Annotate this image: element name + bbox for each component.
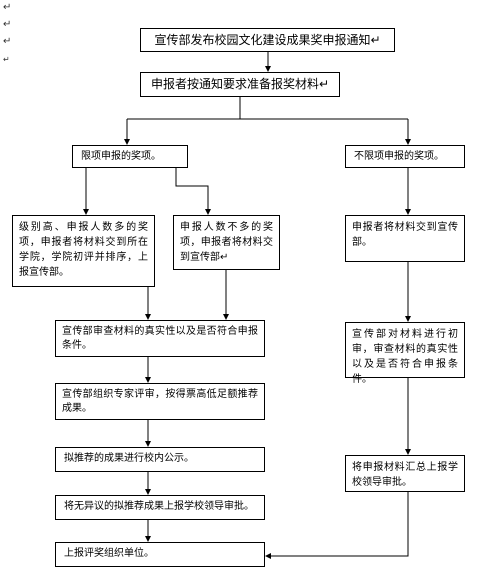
leader-approval-box: 将无异议的拟推荐成果上报学校领导审批。 (55, 495, 265, 520)
summary-approval-text: 将申报材料汇总上报学校领导审批。 (352, 462, 458, 488)
arrow-notice-to-prepare (265, 52, 271, 72)
arrow-limited-to-high (83, 168, 89, 215)
report-organizer-box: 上报评奖组织单位。 (55, 542, 265, 567)
arrow-review-to-expert (145, 357, 151, 383)
high-level-awards-text: 级别高、申报人数多的奖项，申报者将材料交到所在学院，学院初评并排序，上报宣传部。 (19, 222, 148, 278)
leader-approval-text: 将无异议的拟推荐成果上报学校领导审批。 (64, 501, 254, 512)
campus-publicity-box: 拟推荐的成果进行校内公示。 (55, 447, 265, 472)
step-publish-notice-box: 宣传部发布校园文化建设成果奖申报通知↵ (140, 28, 395, 52)
submit-to-publicity-dept-box: 申报者将材料交到宣传部。 (345, 215, 465, 262)
unlimited-awards-box: 不限项申报的奖项。 (345, 145, 465, 168)
arrow-publicity-to-approval (145, 472, 151, 495)
submit-to-publicity-dept-text: 申报者将材料交到宣传部。 (352, 222, 458, 248)
arrow-to-unlimited (405, 119, 411, 145)
expert-review-box: 宣传部组织专家评审，按得票高低足额推荐成果。 (55, 383, 265, 420)
arrow-submit-to-preliminary (405, 262, 411, 322)
arrow-summary-to-report (265, 492, 409, 559)
preliminary-review-text: 宣传部对材料进行初审，审查材料的真实性以及是否符合申报条件。 (352, 329, 458, 385)
split-connector (127, 97, 408, 120)
paragraph-mark: ↵ (3, 55, 10, 64)
arrow-expert-to-publicity (145, 420, 151, 447)
campus-publicity-text: 拟推荐的成果进行校内公示。 (64, 453, 194, 464)
review-eligibility-text: 宣传部审查材料的真实性以及是否符合申报条件。 (62, 326, 258, 351)
step-publish-notice-text: 宣传部发布校园文化建设成果奖申报通知↵ (154, 33, 381, 47)
summary-approval-box: 将申报材料汇总上报学校领导审批。 (345, 455, 465, 492)
paragraph-mark: ↵ (3, 19, 12, 30)
arrow-limited-to-low (175, 168, 211, 215)
limited-awards-text: 限项申报的奖项。 (81, 151, 161, 162)
paragraph-mark: ↵ (3, 36, 12, 47)
arrow-high-to-review (145, 287, 151, 320)
review-eligibility-box: 宣传部审查材料的真实性以及是否符合申报条件。 (55, 320, 265, 357)
arrow-to-limited (124, 119, 130, 145)
step-prepare-materials-box: 申报者按通知要求准备报奖材料↵ (140, 72, 340, 97)
arrow-low-to-review (223, 270, 229, 320)
arrow-preliminary-to-summary (405, 378, 411, 455)
limited-awards-box: 限项申报的奖项。 (72, 145, 188, 168)
arrow-approval-to-report (145, 520, 151, 542)
few-applicants-awards-text: 申报人数不多的奖项，申报者将材料交到宣传部↵ (180, 222, 273, 263)
expert-review-text: 宣传部组织专家评审，按得票高低足额推荐成果。 (62, 389, 258, 414)
unlimited-awards-text: 不限项申报的奖项。 (354, 151, 444, 162)
step-prepare-materials-text: 申报者按通知要求准备报奖材料↵ (150, 77, 330, 91)
report-organizer-text: 上报评奖组织单位。 (64, 548, 154, 559)
few-applicants-awards-box: 申报人数不多的奖项，申报者将材料交到宣传部↵ (173, 215, 280, 270)
paragraph-mark: ↵ (3, 2, 12, 13)
arrow-unlimited-to-submit (405, 168, 411, 215)
high-level-awards-box: 级别高、申报人数多的奖项，申报者将材料交到所在学院，学院初评并排序，上报宣传部。 (12, 215, 155, 287)
preliminary-review-box: 宣传部对材料进行初审，审查材料的真实性以及是否符合申报条件。 (345, 322, 465, 385)
